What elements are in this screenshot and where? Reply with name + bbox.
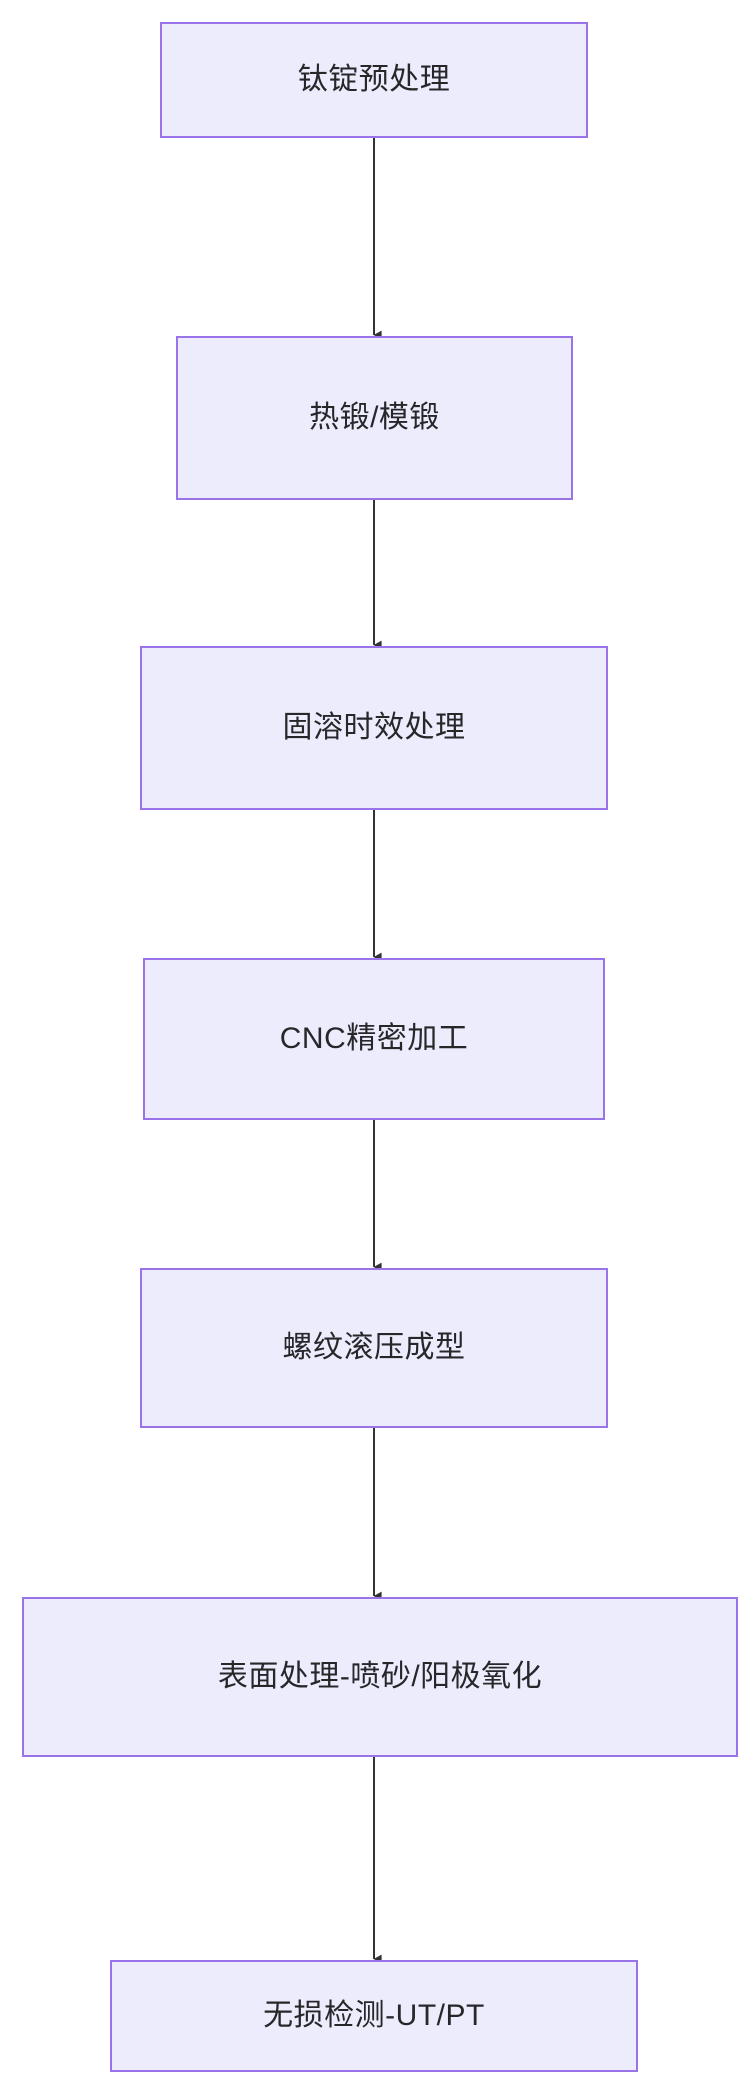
flowchart-node-1[interactable]: 钛锭预处理 [160, 22, 588, 138]
node-label: 表面处理-喷砂/阳极氧化 [217, 1660, 543, 1693]
node-label: 固溶时效处理 [282, 711, 466, 744]
flowchart-node-2[interactable]: 热锻/模锻 [176, 336, 573, 500]
node-label: 钛锭预处理 [297, 63, 451, 96]
flowchart-node-7[interactable]: 无损检测-UT/PT [110, 1960, 638, 2072]
node-label: 无损检测-UT/PT [263, 1999, 485, 2032]
flowchart-node-5[interactable]: 螺纹滚压成型 [140, 1268, 608, 1428]
node-label: CNC精密加工 [279, 1022, 469, 1055]
node-label: 螺纹滚压成型 [282, 1331, 466, 1364]
flowchart-node-4[interactable]: CNC精密加工 [143, 958, 605, 1120]
flowchart-node-6[interactable]: 表面处理-喷砂/阳极氧化 [22, 1597, 738, 1757]
flowchart-node-3[interactable]: 固溶时效处理 [140, 646, 608, 810]
node-label: 热锻/模锻 [309, 401, 440, 434]
